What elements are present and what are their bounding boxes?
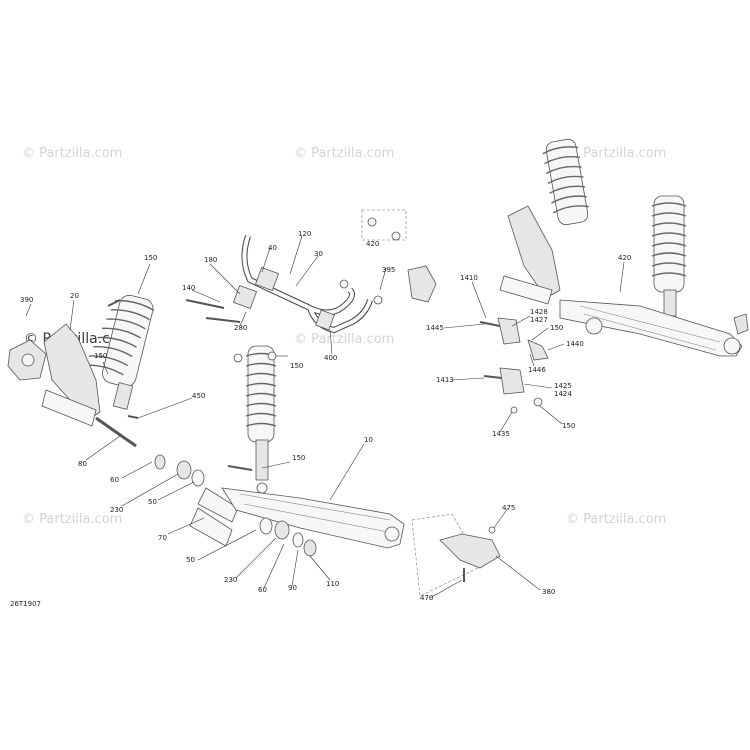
callout[interactable]: 20 xyxy=(70,292,79,300)
callout[interactable]: 60 xyxy=(110,476,119,484)
callout[interactable]: 150 xyxy=(94,352,107,360)
callout[interactable]: 450 xyxy=(192,392,205,400)
center-shock-absorber[interactable] xyxy=(245,345,277,494)
callout[interactable]: 150 xyxy=(562,422,575,430)
callout[interactable]: 150 xyxy=(144,254,157,262)
callout[interactable]: 10 xyxy=(364,436,373,444)
callout-labels: 390 20 150 150 80 60 230 50 70 450 150 1… xyxy=(20,230,631,602)
callout[interactable]: 60 xyxy=(258,586,267,594)
sway-bar[interactable] xyxy=(232,235,373,334)
callout[interactable]: 230 xyxy=(224,576,237,584)
callout[interactable]: 1446 xyxy=(528,366,546,374)
callout[interactable]: 150 xyxy=(290,362,303,370)
callout[interactable]: 1440 xyxy=(566,340,584,348)
callout[interactable]: 400 xyxy=(324,354,337,362)
fastener-set[interactable] xyxy=(107,217,401,471)
callout[interactable]: 1427 xyxy=(530,316,548,324)
callout[interactable]: 40 xyxy=(268,244,277,252)
right-mount-bracket[interactable] xyxy=(407,265,437,303)
callout[interactable]: 50 xyxy=(186,556,195,564)
watermark: © Partzilla.com xyxy=(566,146,667,161)
callout[interactable]: 80 xyxy=(78,460,87,468)
hardware-group-420 xyxy=(361,209,407,241)
callout[interactable]: 150 xyxy=(292,454,305,462)
skid-plate[interactable] xyxy=(411,513,501,597)
callout[interactable]: 1410 xyxy=(460,274,478,282)
diagram-code: 26T1907 xyxy=(10,600,41,608)
callout[interactable]: 110 xyxy=(326,580,339,588)
center-swing-arm[interactable] xyxy=(221,487,405,549)
callout[interactable]: 390 xyxy=(20,296,33,304)
left-bushing-set[interactable] xyxy=(154,454,239,547)
leader-lines xyxy=(25,235,625,599)
left-shock-absorber[interactable] xyxy=(84,293,156,410)
callout[interactable]: 1413 xyxy=(436,376,454,384)
callout[interactable]: 140 xyxy=(182,284,195,292)
callout[interactable]: 230 xyxy=(110,506,123,514)
callout[interactable]: 1425 xyxy=(554,382,572,390)
callout[interactable]: 470 xyxy=(420,594,433,602)
left-knuckle-bracket[interactable] xyxy=(7,323,101,421)
watermark: © Partzilla.com xyxy=(294,332,395,347)
watermark: © Partzilla.com xyxy=(566,512,667,527)
callout[interactable]: 1445 xyxy=(426,324,444,332)
watermark: © Partzilla.com xyxy=(22,512,123,527)
callout[interactable]: 50 xyxy=(148,498,157,506)
callout[interactable]: 70 xyxy=(158,534,167,542)
callout[interactable]: 420 xyxy=(366,240,379,248)
callout[interactable]: 1428 xyxy=(530,308,548,316)
callout[interactable]: 30 xyxy=(314,250,323,258)
callout[interactable]: 280 xyxy=(234,324,247,332)
right-swing-arm[interactable] xyxy=(559,299,749,357)
callout[interactable]: 380 xyxy=(542,588,555,596)
callout[interactable]: 90 xyxy=(288,584,297,592)
right-rear-shock-absorber[interactable] xyxy=(651,195,687,317)
callout[interactable]: 150 xyxy=(550,324,563,332)
watermark: © Partzilla.com xyxy=(294,146,395,161)
callout[interactable]: 1424 xyxy=(554,390,572,398)
callout[interactable]: 475 xyxy=(502,504,515,512)
callout[interactable]: 120 xyxy=(298,230,311,238)
left-axle-tube[interactable] xyxy=(41,389,137,448)
callout[interactable]: 395 xyxy=(382,266,395,274)
watermark: © Partzilla.com xyxy=(22,146,123,161)
callout[interactable]: 420 xyxy=(618,254,631,262)
callout[interactable]: 1435 xyxy=(492,430,510,438)
right-upper-shock-absorber[interactable] xyxy=(499,138,589,305)
callout[interactable]: 180 xyxy=(204,256,217,264)
